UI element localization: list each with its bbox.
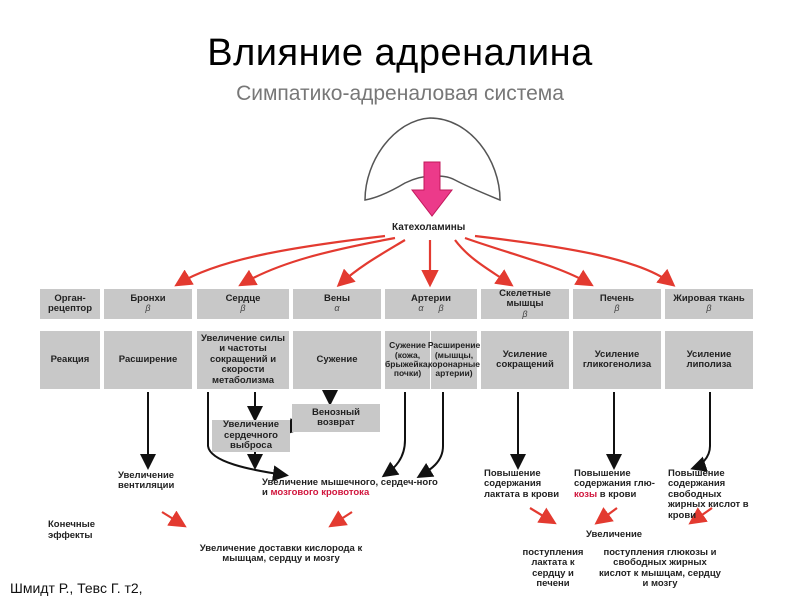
receptor-type: β [706,303,712,314]
reaction-text: Сужение [316,353,358,365]
organ-adipose: Жировая ткань β [665,289,753,319]
reaction-text: Расширение (мышцы, коронарные артерии) [427,340,481,379]
final-increase-heading: Увеличение [586,529,643,540]
organ-name: Артерии [411,292,451,304]
receptor-type: β [240,303,246,314]
reaction-arteries-constriction: Сужение (кожа, брыжейка, почки) [385,331,430,389]
cardiac-output-text: Увеличение сердечного выброса [222,419,280,452]
receptor-pair: α β [418,303,444,314]
receptor-alpha: α [418,303,424,314]
receptor-beta: β [438,303,444,314]
organ-bronchi: Бронхи β [104,289,192,319]
final-effects-label: Конечные эффекты [48,519,96,541]
outcome-blood-flow: Увеличение мышечного, сердеч-ного и мозг… [262,477,442,499]
organ-liver: Печень β [573,289,661,319]
outcome-glucose: Повышение содержания глю-козы в крови [574,468,660,500]
reaction-veins: Сужение [293,331,381,389]
reaction-text: Усиление гликогенолиза [582,348,652,370]
reaction-text: Усиление липолиза [686,348,732,370]
organ-name: Сердце [225,292,261,304]
final-lactate-flow: поступления лактата к сердцу и печени [522,547,584,590]
source-credit: Шмидт Р., Тевс Г. т2, [10,580,143,596]
receptor-type: β [145,303,151,314]
receptor-type: α [334,303,340,314]
catecholamine-release-arrow [410,161,454,217]
reaction-bronchi: Расширение [104,331,192,389]
organ-arteries: Артерии α β [385,289,477,319]
organ-receptor-row-label: Орган-рецептор [40,289,100,319]
adrenal-gland-shape [364,117,501,202]
reaction-liver: Усиление гликогенолиза [573,331,661,389]
reaction-text: Реакция [50,353,90,365]
receptor-type: β [522,308,528,319]
blood-flow-highlight: мозгового кровотока [270,487,370,499]
venous-return-text: Венозный возврат [312,406,360,428]
organ-heart: Сердце β [197,289,289,319]
outcome-fatty-acids: Повышение содержания свободных жирных ки… [668,468,749,521]
glucose-text-end: в крови [597,488,637,500]
receptor-type: β [614,303,620,314]
page-title: Влияние адреналина [207,32,593,74]
venous-return-box: Венозный возврат [292,404,380,432]
reaction-text: Расширение [118,353,178,365]
organ-receptor-text: Орган-рецептор [47,292,93,314]
organ-veins: Вены α [293,289,381,319]
reaction-skeletal-muscle: Усиление сокращений [481,331,569,389]
glucose-text: Повышение содержания глю- [574,468,655,490]
final-oxygen-delivery: Увеличение доставки кислорода к мышцам, … [199,543,363,565]
catecholamines-label: Катехоламины [392,222,466,233]
outcome-lactate: Повышение содержания лактата в крови [484,468,560,500]
organ-name: Вены [324,292,350,304]
organ-skeletal-muscle: Скелетные мышцы β [481,287,569,319]
organ-name: Бронхи [130,292,166,304]
reaction-heart: Увеличение силы и частоты сокращений и с… [197,331,289,389]
reaction-text: Усиление сокращений [496,348,554,370]
cardiac-output-box: Увеличение сердечного выброса [212,420,290,452]
outcome-ventilation: Увеличение вентиляции [118,470,175,492]
reaction-row-label: Реакция [40,331,100,389]
reaction-adipose: Усиление липолиза [665,331,753,389]
organ-name: Печень [599,292,635,304]
reaction-text: Сужение (кожа, брыжейка, почки) [385,340,430,379]
page-subtitle: Симпатико-адреналовая система [236,82,564,105]
organ-name: Жировая ткань [673,292,745,304]
reaction-text: Увеличение силы и частоты сокращений и с… [201,332,285,386]
reaction-arteries-dilation: Расширение (мышцы, коронарные артерии) [427,331,481,389]
glucose-highlight: козы [574,488,598,500]
final-glucose-flow: поступления глюкозы и свободных жирных к… [599,547,721,590]
blood-flow-text: Увеличение мышечного, сердеч-ного и [262,477,438,499]
organ-name: Скелетные мышцы [499,287,551,310]
